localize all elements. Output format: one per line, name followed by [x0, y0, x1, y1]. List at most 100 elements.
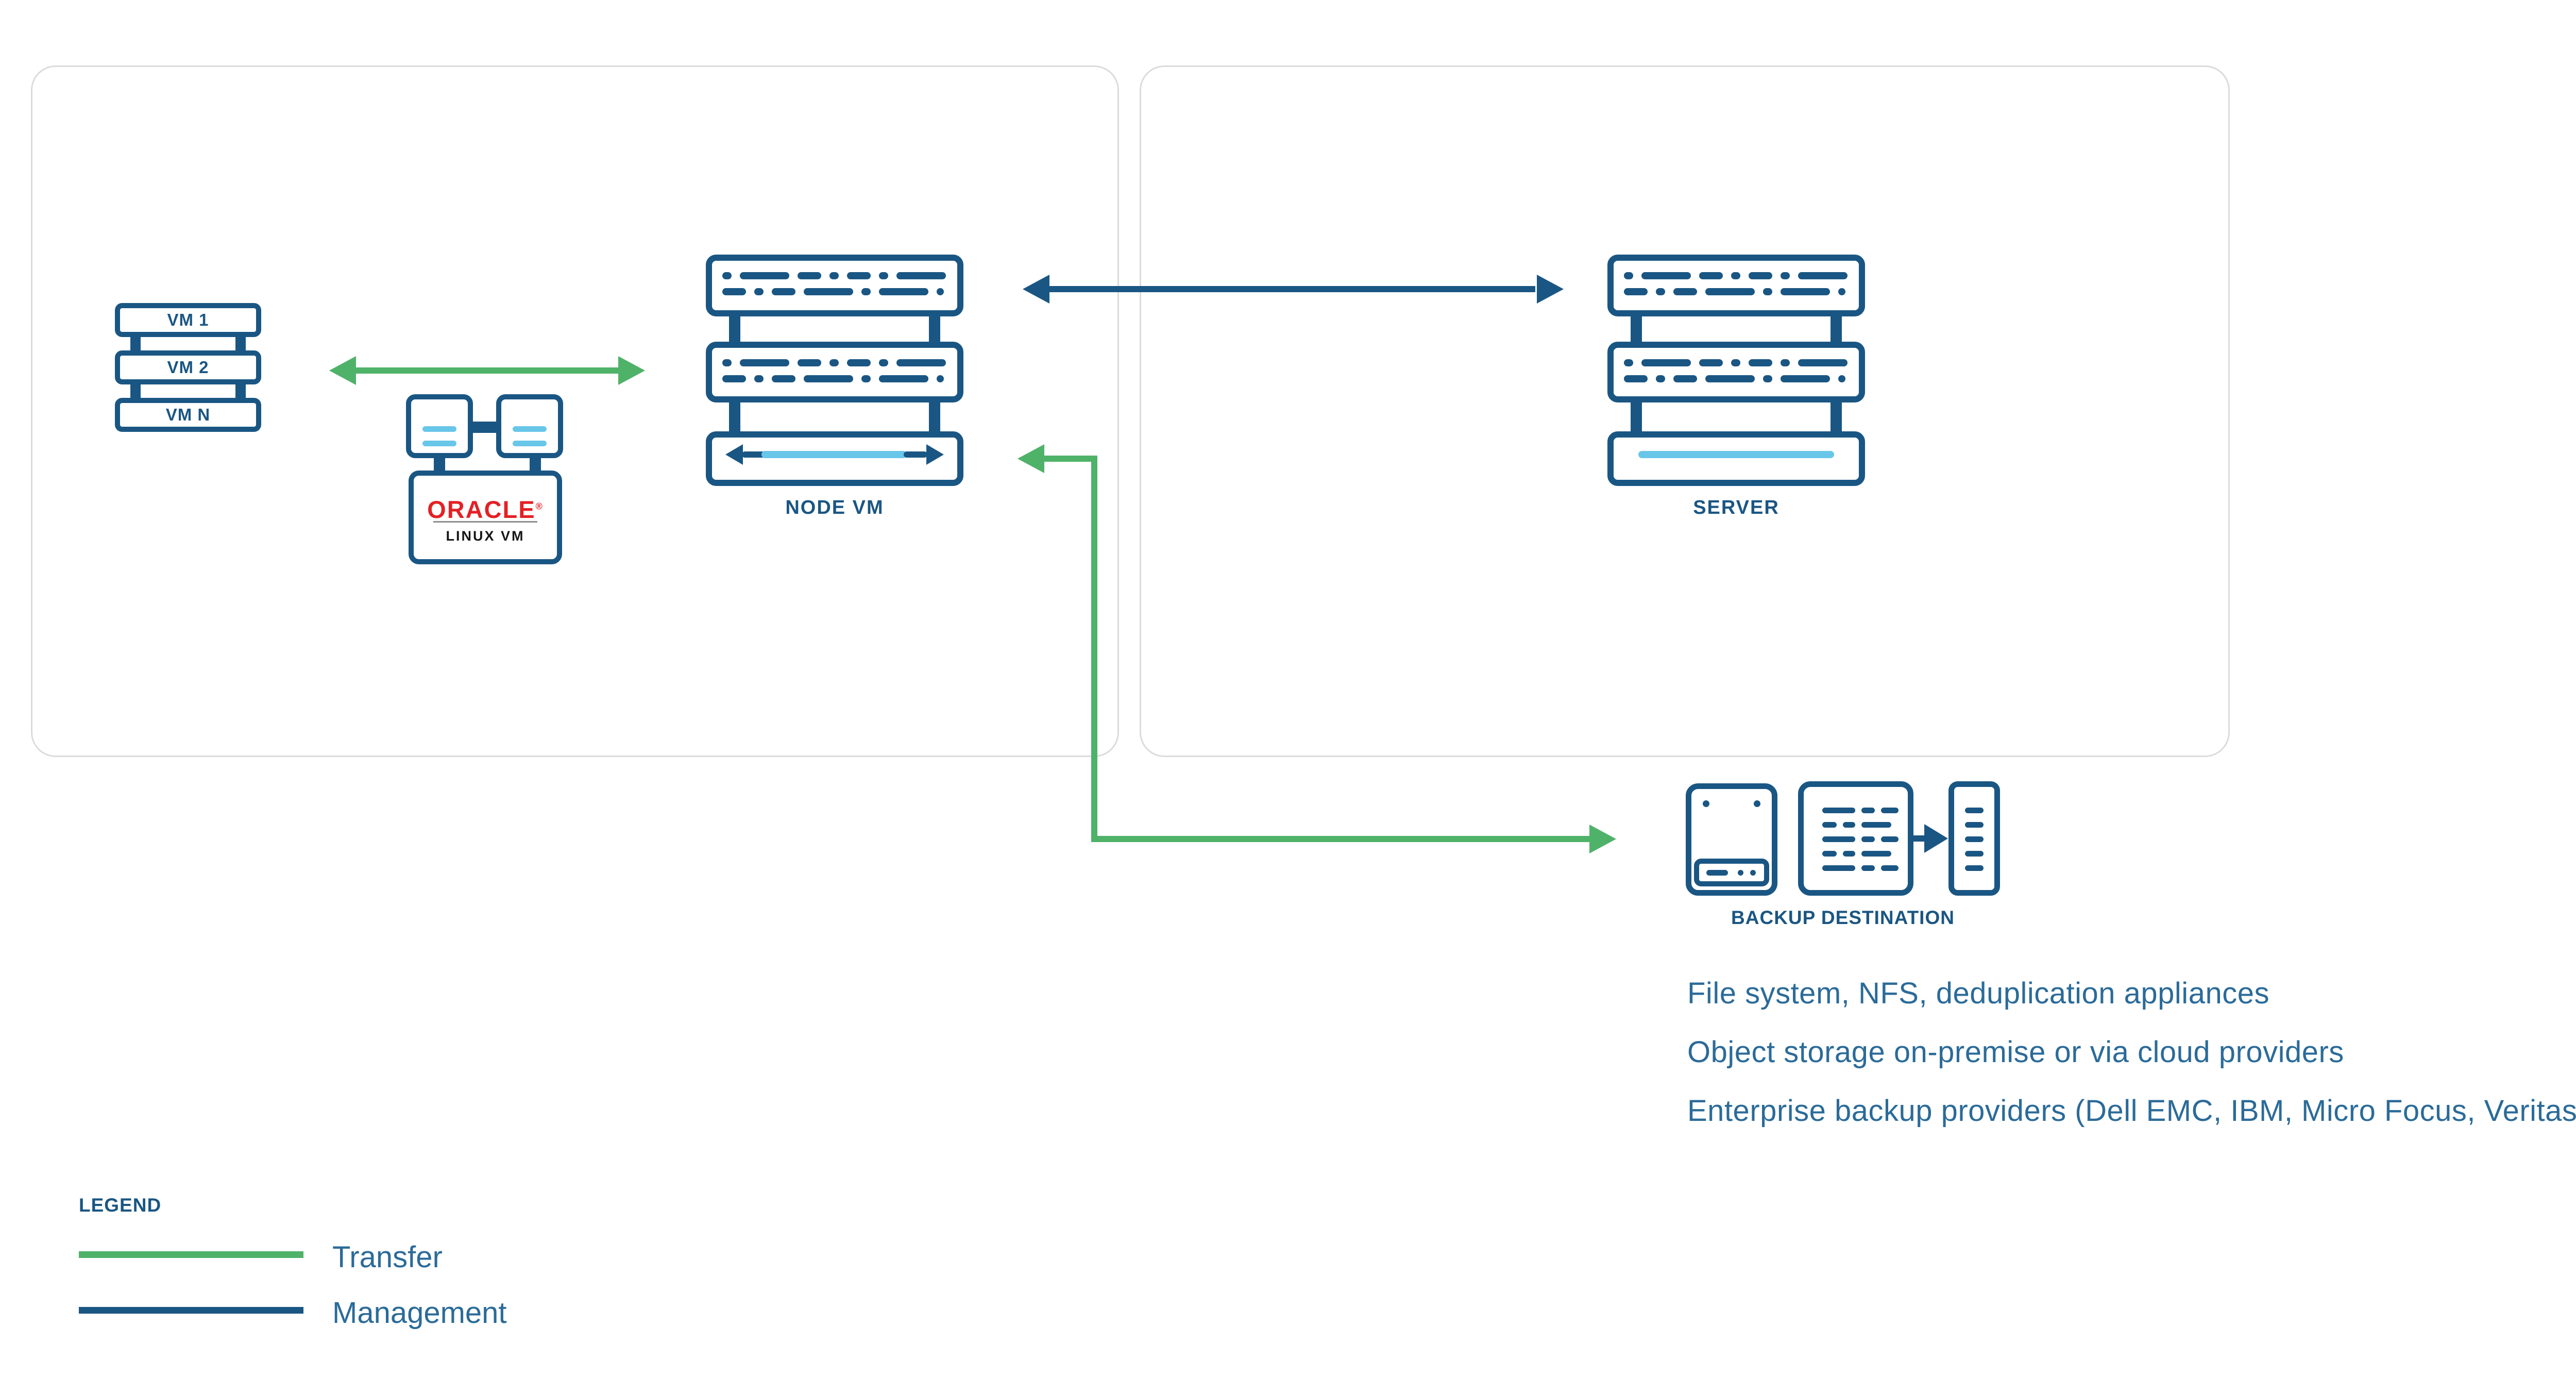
dash	[1673, 288, 1697, 295]
dash	[1965, 851, 1984, 857]
server-unit-io	[1607, 431, 1865, 486]
dash	[847, 272, 871, 279]
vm-box: VM 1	[115, 303, 261, 337]
disk-icon	[1686, 783, 1777, 896]
dash	[804, 375, 853, 382]
oracle-vm-connector	[434, 456, 445, 474]
dash	[1965, 822, 1984, 828]
oracle-divider	[433, 521, 537, 523]
dash	[829, 272, 839, 279]
dash	[1641, 359, 1691, 366]
dash	[1731, 272, 1740, 279]
server-unit	[706, 255, 963, 316]
io-arrowhead-left	[725, 444, 743, 465]
transfer-line-vertical	[1091, 456, 1097, 842]
mini-vm-icon	[496, 394, 563, 458]
registered-mark: ®	[535, 501, 544, 512]
dash	[1705, 375, 1755, 382]
transfer-line	[353, 367, 621, 374]
dash	[1843, 851, 1855, 857]
backup-destination-label: BACKUP DESTINATION	[1731, 907, 1955, 928]
server-icon: SERVER	[1607, 255, 1865, 523]
arrowhead-left	[329, 356, 356, 385]
dash	[861, 375, 871, 382]
mini-vm-line	[422, 426, 456, 432]
dash	[1656, 288, 1665, 295]
legend-transfer-label: Transfer	[332, 1240, 443, 1274]
server-unit-detail	[1624, 272, 1849, 304]
oracle-logo: ORACLE®	[414, 495, 557, 524]
disk-tray-dash	[1706, 870, 1728, 876]
management-line	[1046, 286, 1535, 292]
transfer-line-bottom	[1091, 836, 1592, 842]
dash	[772, 288, 795, 295]
dash	[1781, 272, 1790, 279]
dash	[772, 375, 795, 382]
disk-dot	[1703, 800, 1709, 807]
dash	[1731, 359, 1740, 366]
dash	[1705, 288, 1755, 295]
dash	[740, 359, 789, 366]
server-label: SERVER	[1693, 497, 1780, 518]
dash	[1822, 865, 1855, 871]
dash	[1763, 375, 1772, 382]
dash	[722, 375, 746, 382]
tape-detail	[1965, 808, 1984, 880]
dash	[937, 288, 944, 295]
mini-vm-line	[513, 441, 547, 446]
vm-box: VM N	[115, 398, 261, 432]
disk-tray-dot	[1750, 870, 1756, 876]
dash	[1624, 359, 1633, 366]
dash	[1861, 851, 1891, 857]
dash	[1656, 375, 1665, 382]
stack-connector	[729, 312, 740, 345]
dash	[1798, 359, 1848, 366]
tape-icon	[1948, 781, 2000, 896]
dash	[754, 375, 764, 382]
dash	[1781, 288, 1830, 295]
node-vm-label: NODE VM	[785, 497, 884, 518]
dash	[829, 359, 839, 366]
dash	[722, 359, 732, 366]
mini-vm-icon	[406, 394, 473, 458]
legend-management-label: Management	[332, 1296, 507, 1330]
mini-vm-line	[422, 441, 456, 446]
dash	[879, 359, 888, 366]
stack-connector	[1831, 399, 1842, 435]
dash	[798, 272, 821, 279]
dash	[1861, 808, 1875, 813]
dash	[1781, 359, 1790, 366]
vm-label: VM 2	[167, 358, 209, 377]
stack-connector	[929, 399, 940, 435]
dash	[740, 272, 789, 279]
vm-label: VM N	[165, 405, 211, 424]
dash	[1861, 865, 1875, 871]
stack-connector	[929, 312, 940, 345]
dash	[722, 272, 732, 279]
dash	[1861, 836, 1875, 842]
dash	[937, 375, 944, 382]
arrowhead-left	[1018, 444, 1044, 473]
dash	[1965, 865, 1984, 871]
mini-vm-line	[513, 426, 547, 432]
stack-connector	[729, 399, 740, 435]
stack-connector	[1831, 312, 1842, 345]
stack-connector	[1631, 312, 1642, 345]
arrow-right-icon	[1912, 835, 1926, 842]
io-arrowhead-right	[926, 444, 944, 465]
legend-transfer-swatch	[79, 1251, 303, 1258]
oracle-host-box: ORACLE® LINUX VM	[409, 471, 562, 564]
server-unit-detail	[1624, 359, 1849, 391]
dash	[1798, 272, 1848, 279]
arrowhead-right	[1589, 825, 1616, 853]
dash	[722, 288, 746, 295]
stack-connector	[1631, 399, 1642, 435]
dash	[861, 288, 871, 295]
dash	[1881, 836, 1899, 842]
server-unit-detail	[722, 359, 947, 391]
server-unit-io	[706, 431, 963, 486]
server-unit	[706, 342, 963, 402]
disk-dot	[1754, 800, 1760, 807]
legend-management-swatch	[79, 1307, 303, 1314]
